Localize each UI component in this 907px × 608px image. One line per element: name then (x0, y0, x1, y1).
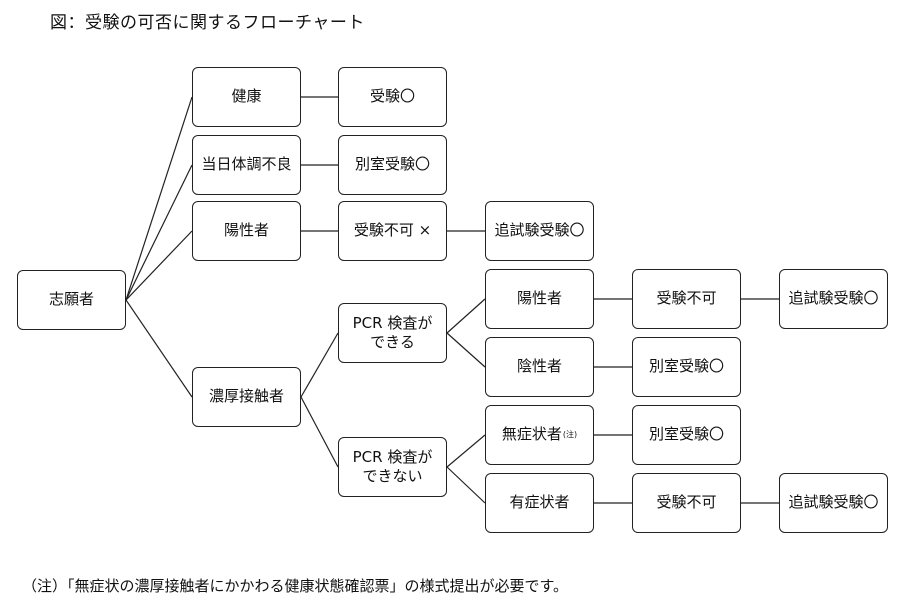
node-unwell: 当日体調不良 (192, 135, 301, 195)
node-positive-result: 受験不可 × (338, 201, 447, 261)
node-positive: 陽性者 (192, 201, 301, 261)
node-healthy: 健康 (192, 67, 301, 127)
node-pcr-negative: 陰性者 (485, 337, 594, 397)
node-asymptomatic-result: 別室受験〇 (632, 405, 741, 465)
node-symptomatic-makeup: 追試験受験〇 (779, 473, 888, 533)
edge-pcr-negative (446, 332, 486, 368)
edge-applicant-positive (125, 230, 193, 301)
edge-pcr-positive (446, 298, 486, 334)
node-positive-makeup: 追試験受験〇 (485, 201, 594, 261)
node-pcr-positive: 陽性者 (485, 269, 594, 329)
node-pcr-negative-result: 別室受験〇 (632, 337, 741, 397)
node-symptomatic-result: 受験不可 (632, 473, 741, 533)
note-mark: (注) (562, 429, 578, 439)
edge-applicant-healthy (125, 96, 193, 301)
node-pcr-unavailable: PCR 検査が できない (338, 437, 447, 497)
node-pcr-available: PCR 検査が できる (338, 303, 447, 363)
node-pcr-positive-makeup: 追試験受験〇 (779, 269, 888, 329)
edge-applicant-close-contact (125, 299, 193, 398)
node-close-contact: 濃厚接触者 (192, 367, 301, 427)
node-pcr-positive-result: 受験不可 (632, 269, 741, 329)
edge-close-pcr-available (300, 332, 339, 398)
node-healthy-result: 受験〇 (338, 67, 447, 127)
page-title: 図：受験の可否に関するフローチャート (50, 13, 365, 33)
footnote: （注）「無症状の濃厚接触者にかかわる健康状態確認票」の様式提出が必要です。 (22, 577, 569, 595)
edge-applicant-unwell (125, 164, 193, 301)
node-asymptomatic-label: 無症状者 (501, 425, 562, 444)
edge-close-pcr-unavailable (300, 396, 339, 468)
node-applicant: 志願者 (17, 270, 126, 330)
node-unwell-result: 別室受験〇 (338, 135, 447, 195)
edge-symptomatic (446, 466, 486, 504)
node-symptomatic: 有症状者 (485, 473, 594, 533)
node-asymptomatic: 無症状者(注) (485, 405, 594, 465)
edge-asymptomatic (446, 434, 486, 468)
